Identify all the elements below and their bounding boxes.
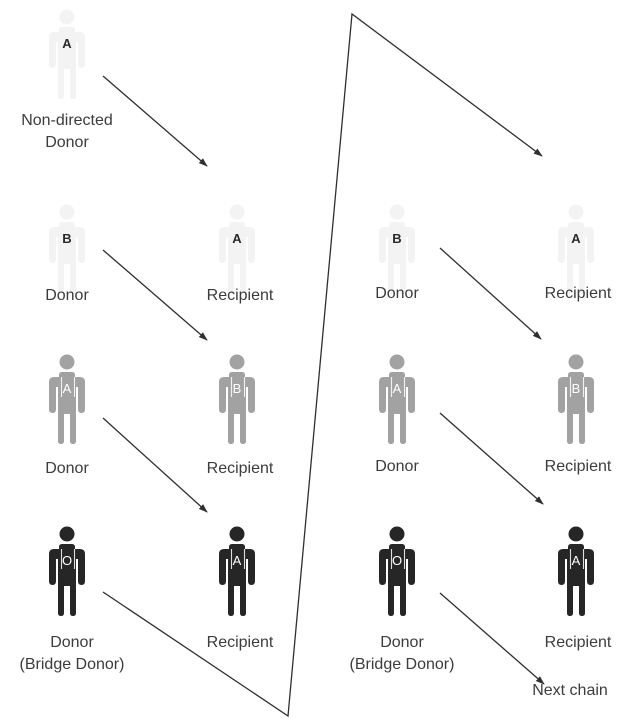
role-label-r3-chain-2: Recipient (544, 634, 612, 651)
person-d3-chain-2: O (375, 525, 419, 616)
role-label-r3-chain-1: Recipient (206, 634, 274, 651)
donation-arrow (102, 75, 208, 167)
blood-type-label: A (62, 381, 72, 396)
person-icon (558, 204, 594, 294)
role-label-r1-chain-2: Recipient (544, 285, 612, 302)
bridge-connector-arrow (102, 12, 543, 718)
person-head (568, 526, 584, 542)
role-label-r2-chain-2: Recipient (544, 458, 612, 475)
blood-type-label: A (571, 231, 581, 246)
person-body (49, 372, 85, 444)
role-label-d2-chain-2: Donor (375, 458, 419, 475)
role-label-r1-chain-1: Recipient (206, 287, 274, 304)
role-label-d3-chain-1: Donor (50, 634, 94, 651)
person-head (568, 354, 584, 370)
person-body (558, 372, 594, 444)
blood-type-label: A (232, 231, 242, 246)
person-body (219, 222, 255, 294)
person-r3-chain-1: A (215, 525, 259, 616)
donation-arrow (102, 417, 208, 513)
next-chain-label: Next chain (532, 682, 608, 699)
person-body (49, 222, 85, 294)
person-d1-chain-2: B (375, 203, 419, 294)
donation-arrow (439, 592, 545, 685)
person-head (59, 9, 75, 25)
blood-type-label: A (62, 36, 72, 51)
person-icon (558, 526, 594, 616)
person-r1-chain-2: A (554, 203, 598, 294)
role-label-r2-chain-1: Recipient (206, 460, 274, 477)
person-icon (558, 354, 594, 444)
blood-type-label: O (61, 553, 73, 568)
person-d1-chain-1: B (45, 203, 89, 294)
role-label-d1-chain-1: Donor (45, 287, 89, 304)
person-body (219, 544, 255, 616)
person-head (59, 526, 75, 542)
role-label-d2-chain-1: Donor (45, 460, 89, 477)
person-head (389, 204, 405, 220)
person-body (379, 222, 415, 294)
blood-type-label: O (391, 553, 403, 568)
blood-type-label: B (232, 381, 242, 396)
person-head (229, 526, 245, 542)
person-d3-chain-1: O (45, 525, 89, 616)
person-head (229, 354, 245, 370)
person-icon (49, 354, 85, 444)
person-icon (49, 9, 85, 99)
person-body (379, 372, 415, 444)
blood-type-label: B (392, 231, 402, 246)
role-label-ndd-chain-1: Donor (45, 134, 89, 151)
person-ndd-chain-1: A (45, 8, 89, 99)
person-r2-chain-1: B (215, 353, 259, 444)
person-body (558, 222, 594, 294)
person-r3-chain-2: A (554, 525, 598, 616)
person-icon (219, 354, 255, 444)
person-head (389, 526, 405, 542)
person-icon (49, 526, 85, 616)
blood-type-label: A (232, 553, 242, 568)
person-d2-chain-1: A (45, 353, 89, 444)
person-head (59, 354, 75, 370)
role-label-d3-chain-2: Donor (380, 634, 424, 651)
donation-arrow (439, 412, 544, 505)
person-head (389, 354, 405, 370)
person-head (59, 204, 75, 220)
person-r2-chain-2: B (554, 353, 598, 444)
person-body (379, 544, 415, 616)
person-icon (49, 204, 85, 294)
person-d2-chain-2: A (375, 353, 419, 444)
role-label-d1-chain-2: Donor (375, 285, 419, 302)
person-icon (379, 204, 415, 294)
blood-type-label: B (571, 381, 581, 396)
person-icon (379, 526, 415, 616)
donation-arrow (102, 249, 208, 341)
blood-type-label: A (392, 381, 402, 396)
blood-type-label: A (571, 553, 581, 568)
donation-arrow (439, 247, 542, 340)
person-icon (219, 526, 255, 616)
person-body (219, 372, 255, 444)
person-head (229, 204, 245, 220)
blood-type-label: B (62, 231, 72, 246)
person-body (558, 544, 594, 616)
role-label-d3-chain-1: (Bridge Donor) (19, 656, 125, 673)
person-icon (379, 354, 415, 444)
role-label-d3-chain-2: (Bridge Donor) (349, 656, 455, 673)
person-body (49, 27, 85, 99)
person-r1-chain-1: A (215, 203, 259, 294)
person-body (49, 544, 85, 616)
person-icon (219, 204, 255, 294)
person-head (568, 204, 584, 220)
role-label-ndd-chain-1: Non-directed (21, 112, 113, 129)
